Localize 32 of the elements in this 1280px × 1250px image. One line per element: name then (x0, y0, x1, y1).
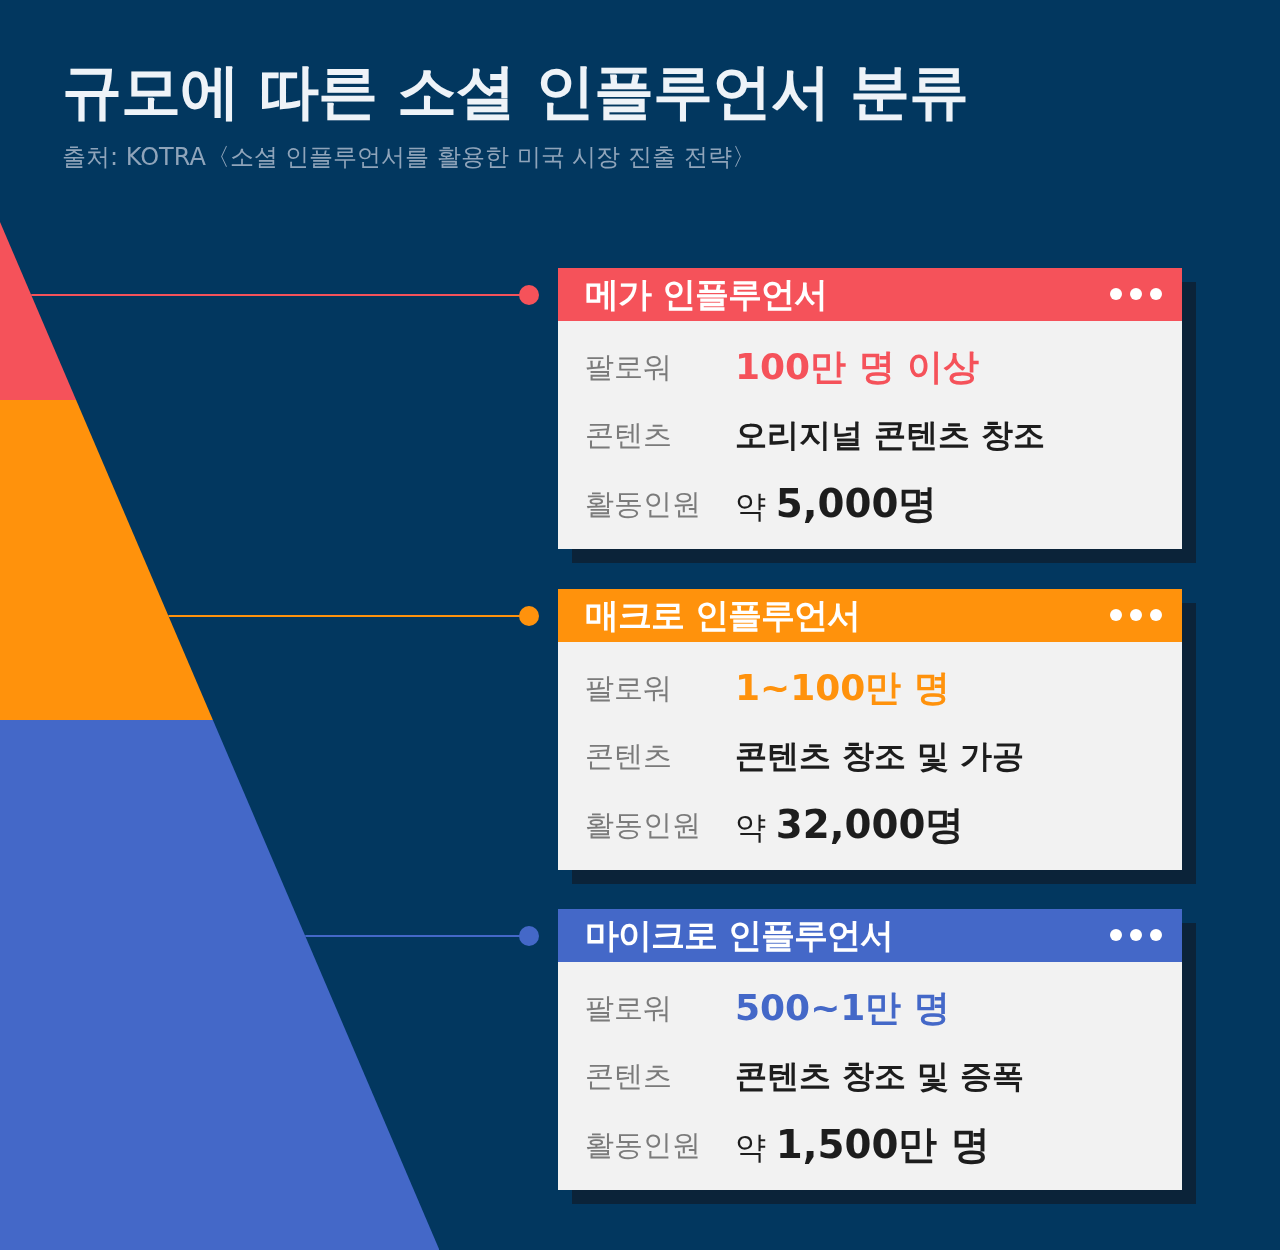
row-label: 활동인원 (585, 486, 701, 522)
card-title: 매크로 인플루언서 (585, 594, 860, 636)
row-value: 약 5,000명 (735, 480, 938, 528)
row-value: 오리지널 콘텐츠 창조 (735, 415, 1046, 455)
pyramid-tier (0, 222, 77, 400)
leader-line (167, 606, 539, 626)
leader-line (30, 285, 539, 305)
row-label: 콘텐츠 (585, 738, 672, 774)
pyramid-tier (0, 400, 213, 720)
row-label: 콘텐츠 (585, 417, 672, 453)
row-label: 활동인원 (585, 807, 701, 843)
row-value: 500~1만 명 (735, 986, 950, 1030)
info-card (558, 589, 1182, 870)
row-value: 약 1,500만 명 (735, 1121, 990, 1169)
row-label: 팔로워 (585, 349, 672, 385)
row-value: 콘텐츠 창조 및 증폭 (735, 1056, 1025, 1096)
row-value: 약 32,000명 (735, 801, 965, 849)
row-label: 팔로워 (585, 670, 672, 706)
info-card (558, 909, 1182, 1190)
row-label: 팔로워 (585, 990, 672, 1026)
card-title: 메가 인플루언서 (585, 273, 827, 315)
row-value: 1~100만 명 (735, 666, 950, 710)
leader-line (304, 926, 539, 946)
title: 규모에 따른 소셜 인플루언서 분류 (62, 55, 968, 127)
row-value: 콘텐츠 창조 및 가공 (735, 736, 1025, 776)
row-value: 100만 명 이상 (735, 345, 980, 389)
pyramid-tier (0, 720, 440, 1250)
source-caption: 출처: KOTRA〈소셜 인플루언서를 활용한 미국 시장 진출 전략〉 (62, 142, 756, 173)
info-card (558, 268, 1182, 549)
card-title: 마이크로 인플루언서 (585, 914, 893, 956)
row-label: 콘텐츠 (585, 1058, 672, 1094)
row-label: 활동인원 (585, 1127, 701, 1163)
